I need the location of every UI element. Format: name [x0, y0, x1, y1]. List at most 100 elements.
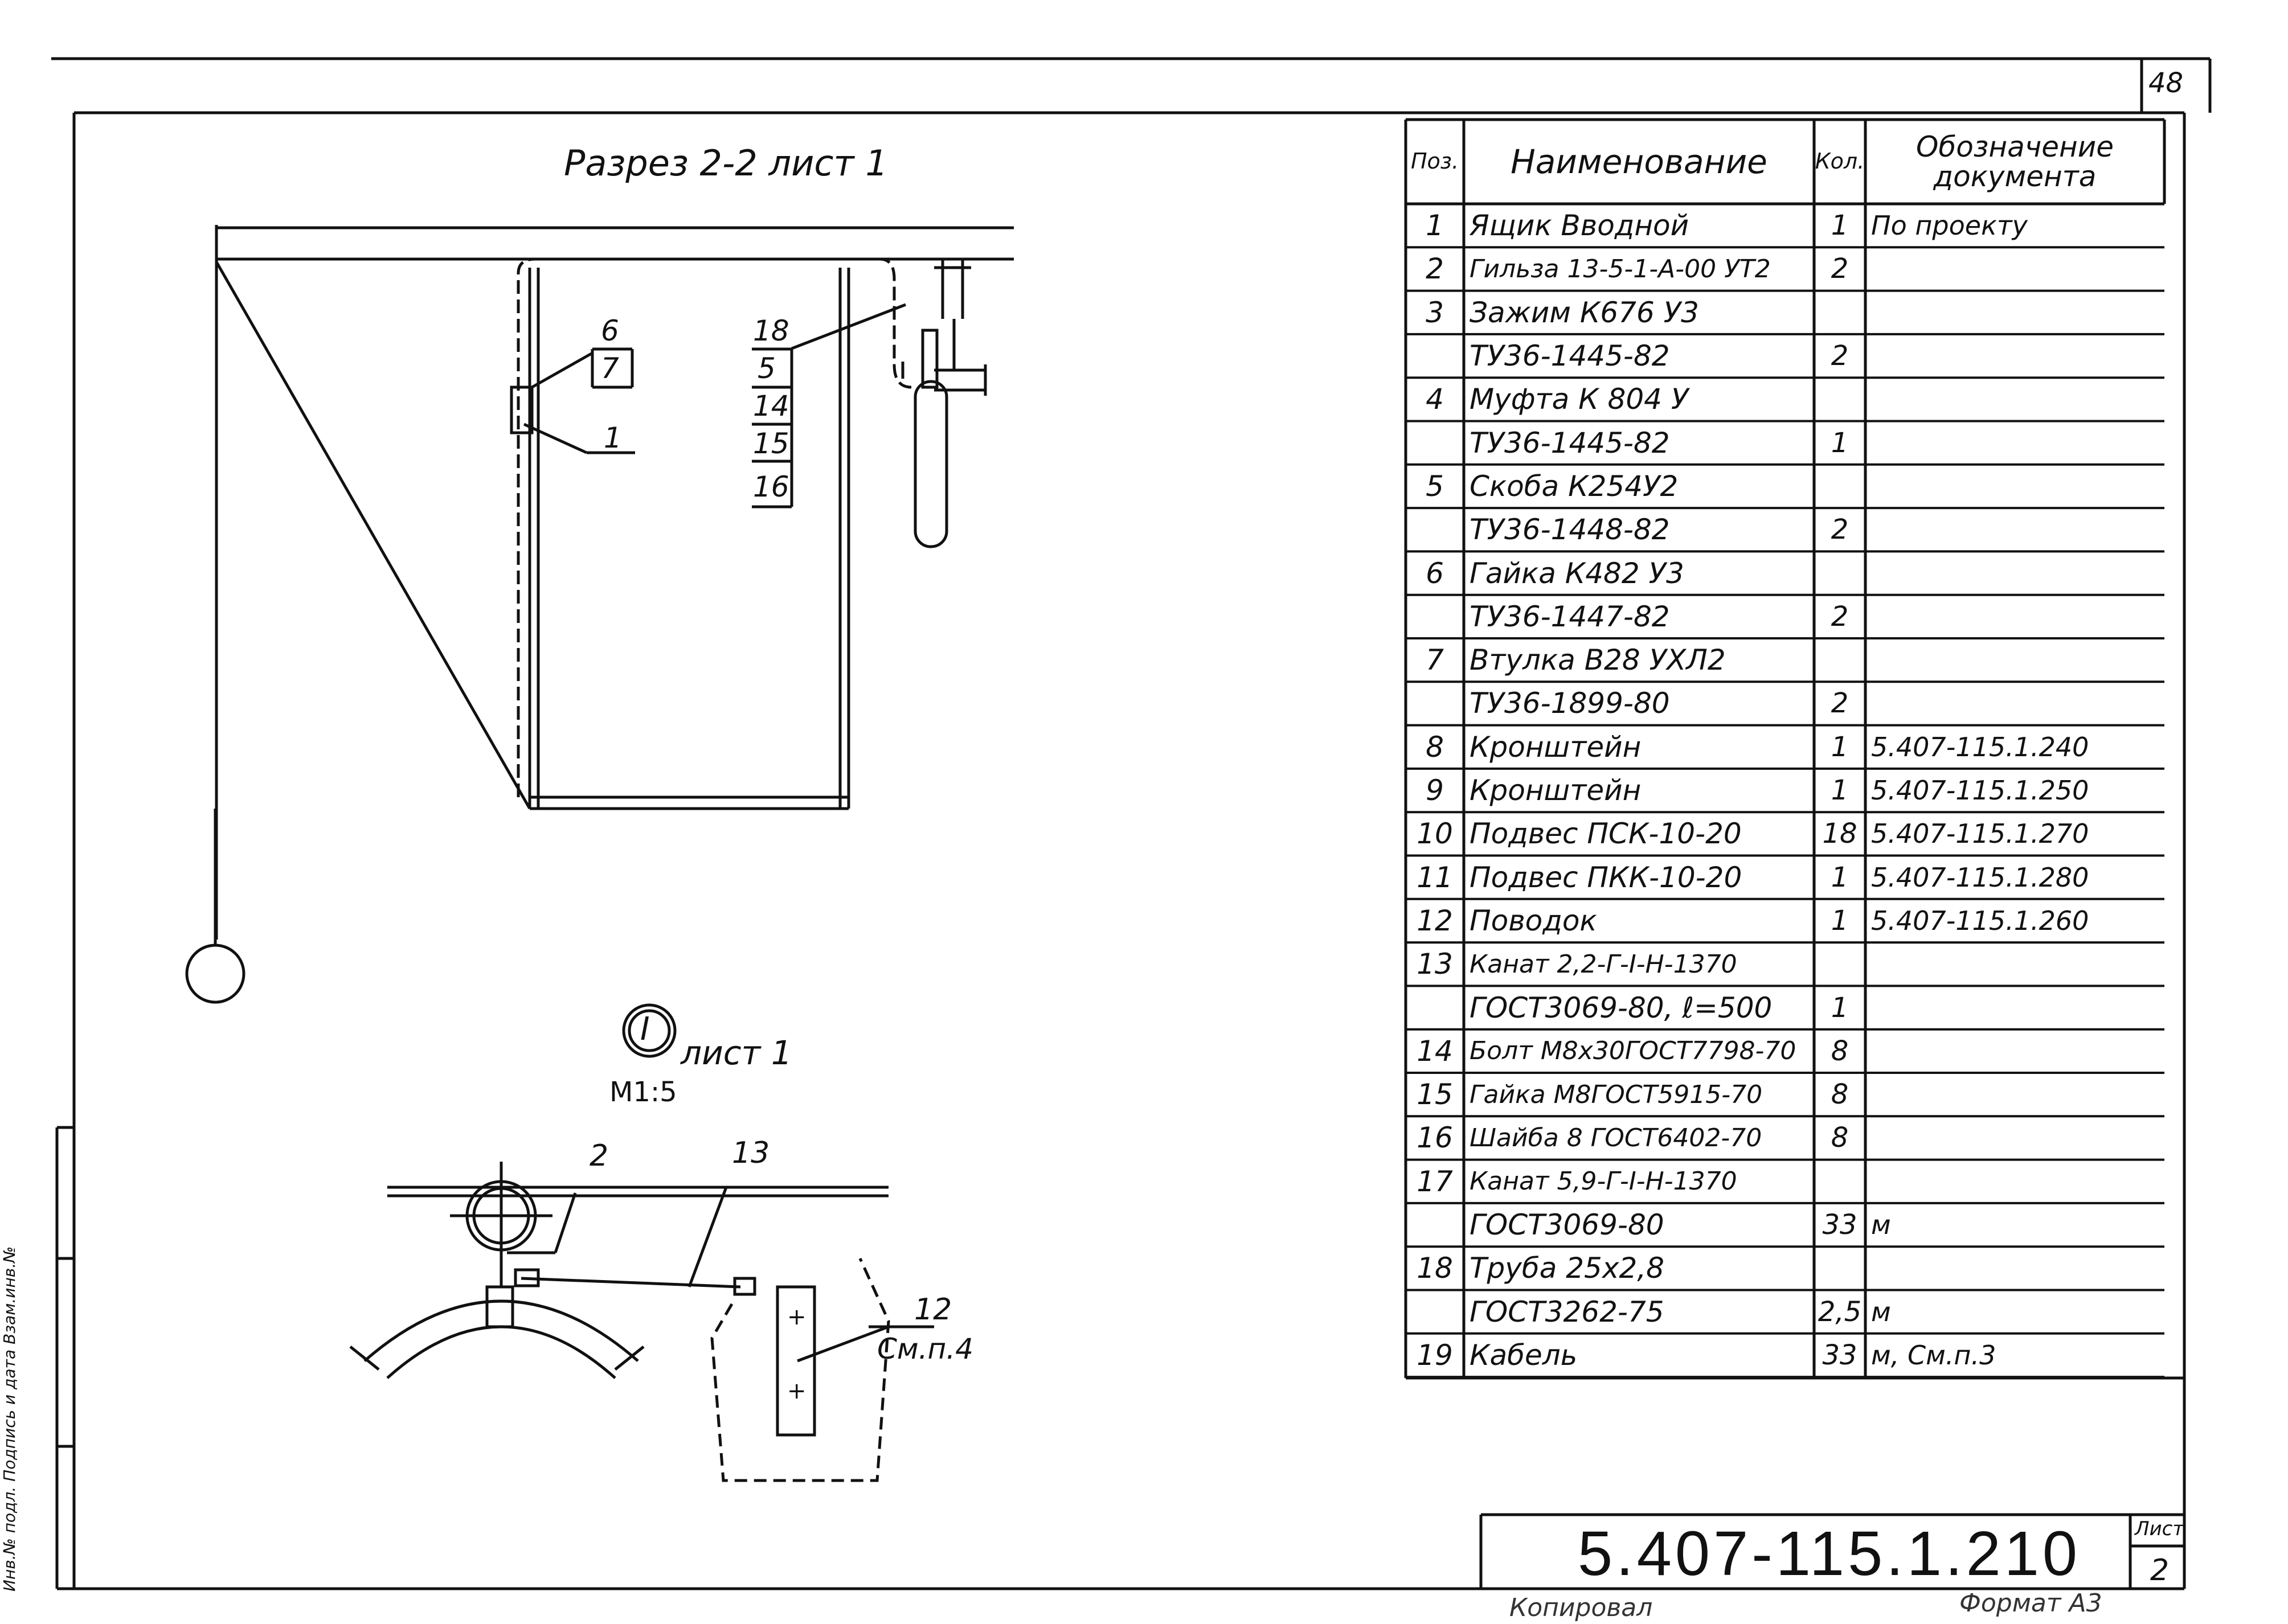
cell-name: ГОСТ3069-80, ℓ=500 [1470, 991, 1773, 1024]
document-designation: 5.407-115.1.210 [1578, 1519, 2081, 1589]
cell-doc: 5.407-115.1.240 [1871, 731, 2089, 762]
cell-name: Гильза 13-5-1-А-00 УТ2 [1470, 254, 1771, 284]
cell-name: Кронштейн [1470, 730, 1642, 764]
spec-table-grid [1404, 118, 2184, 1380]
cell-qty: 1 [1831, 426, 1849, 459]
tag-5: 5 [758, 352, 776, 385]
cell-pos [1406, 1290, 1464, 1334]
cell-name: Болт М8х30ГОСТ7798-70 [1470, 1036, 1796, 1066]
cell-qty [1814, 942, 1865, 986]
cell-qty: 1 [1831, 210, 1849, 242]
cell-name: Кабель [1470, 1338, 1578, 1372]
tag-18: 18 [753, 314, 789, 347]
cell-name: ГОСТ3262-75 [1470, 1295, 1664, 1328]
cell-doc [1865, 1030, 2170, 1073]
section-label: Разрез 2-2 лист 1 [564, 142, 888, 184]
cell-doc [1865, 942, 2170, 986]
cell-doc: 5.407-115.1.280 [1871, 862, 2089, 893]
cell-name: ГОСТ3069-80 [1470, 1208, 1664, 1242]
tag-7: 7 [601, 352, 619, 385]
cell-pos: 7 [1426, 643, 1444, 677]
cell-pos [1406, 682, 1464, 725]
cell-doc [1865, 551, 2170, 594]
cell-name: Скоба К254У2 [1470, 469, 1679, 503]
cell-pos [1406, 334, 1464, 378]
cell-doc: По проекту [1871, 210, 2028, 241]
cell-qty: 8 [1831, 1078, 1849, 1111]
cell-doc [1865, 378, 2170, 421]
cell-pos: 2 [1426, 252, 1444, 286]
detail-note: См.п.4 [877, 1332, 973, 1365]
cell-name: ТУ36-1445-82 [1470, 426, 1670, 460]
cell-qty [1814, 378, 1865, 421]
cell-pos: 9 [1426, 774, 1444, 807]
tag-14: 14 [753, 389, 789, 423]
cell-qty: 1 [1831, 861, 1849, 893]
cell-pos: 4 [1426, 383, 1444, 416]
cell-pos: 11 [1417, 860, 1453, 894]
cell-doc: м [1871, 1209, 1891, 1241]
cell-doc [1865, 334, 2170, 378]
cell-qty: 2 [1831, 253, 1849, 285]
section-drawing [185, 225, 1014, 1004]
header-pos: Поз. [1410, 149, 1459, 174]
cell-doc [1865, 421, 2170, 465]
cell-qty: 2 [1831, 687, 1849, 720]
cell-qty [1814, 1160, 1865, 1203]
cell-doc [1865, 465, 2170, 508]
detail-drawing [349, 1003, 934, 1482]
tag-1: 1 [604, 421, 622, 454]
cell-qty: 2 [1831, 514, 1849, 546]
cell-name: Гайка К482 У3 [1470, 556, 1684, 590]
cell-name: ТУ36-1447-82 [1470, 600, 1670, 633]
cell-doc [1865, 1246, 2170, 1290]
cell-qty [1814, 465, 1865, 508]
cell-doc [1865, 1116, 2170, 1159]
format-label: Формат А3 [1959, 1589, 2102, 1618]
cell-pos: 5 [1426, 469, 1444, 503]
cell-pos: 15 [1417, 1078, 1453, 1112]
header-name: Наименование [1511, 142, 1767, 181]
detail-sheet: лист 1 [681, 1034, 792, 1072]
cell-qty: 1 [1831, 731, 1849, 763]
cell-doc: 5.407-115.1.270 [1871, 818, 2089, 850]
cell-name: Канат 2,2-Г-I-Н-1370 [1470, 949, 1737, 979]
cell-pos: 6 [1426, 556, 1444, 590]
cell-pos: 18 [1417, 1252, 1453, 1285]
cell-pos: 10 [1417, 817, 1453, 851]
detail-numeral: I [640, 1011, 650, 1048]
header-doc-line1: Обозначение [1916, 130, 2114, 163]
cell-doc [1865, 508, 2170, 551]
cell-qty: 2 [1831, 600, 1849, 633]
plus-mark-bottom: + [787, 1378, 807, 1404]
cell-qty: 8 [1831, 1035, 1849, 1067]
detail-tag-2: 2 [590, 1139, 609, 1173]
cell-pos [1406, 986, 1464, 1029]
cell-doc: 5.407-115.1.250 [1871, 775, 2089, 806]
cell-qty: 1 [1831, 991, 1849, 1024]
sheet-number: 2 [2150, 1553, 2170, 1588]
cell-doc: 5.407-115.1.260 [1871, 905, 2089, 936]
cell-doc: м [1871, 1296, 1891, 1327]
cell-doc [1865, 986, 2170, 1029]
cell-pos: 3 [1426, 296, 1444, 329]
cell-qty: 1 [1831, 774, 1849, 807]
cell-doc [1865, 638, 2170, 682]
cell-qty: 1 [1831, 904, 1849, 937]
cell-pos: 16 [1417, 1121, 1453, 1155]
cell-pos [1406, 508, 1464, 551]
cell-pos [1406, 1203, 1464, 1246]
cell-pos: 13 [1417, 948, 1453, 981]
cell-name: Труба 25х2,8 [1470, 1252, 1664, 1285]
cell-pos [1406, 595, 1464, 638]
cell-name: Подвес ПКК-10-20 [1470, 860, 1742, 894]
title-block-grid [1479, 1513, 2184, 1589]
tag-15: 15 [753, 427, 789, 460]
cell-pos [1406, 421, 1464, 465]
cell-doc [1865, 682, 2170, 725]
header-qty: Кол. [1815, 149, 1865, 174]
side-stamp-label: Инв.№ подл. Подпись и дата Взам.инв.№ [0, 1246, 19, 1592]
cell-pos: 8 [1426, 730, 1444, 764]
cell-name: Муфта К 804 У [1470, 383, 1689, 416]
